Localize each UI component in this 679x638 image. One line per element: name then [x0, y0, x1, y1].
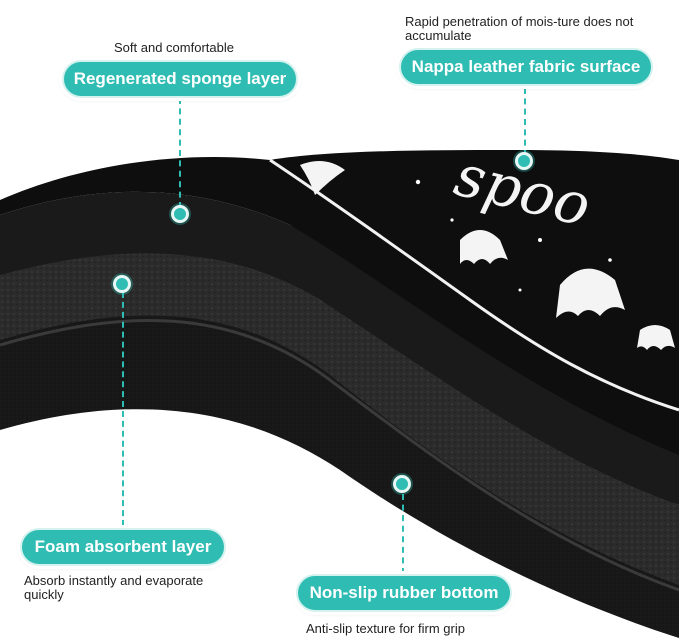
nappa-leader-line: [524, 88, 526, 156]
rubber-leader-line: [402, 494, 404, 574]
sponge-marker-dot: [171, 205, 189, 223]
foam-marker-dot: [113, 275, 131, 293]
foam-absorbent-layer: [0, 252, 679, 586]
rubber-caption: Anti-slip texture for firm grip: [306, 621, 465, 636]
surface-rim: [269, 158, 679, 412]
sponge-leader-line: [179, 98, 181, 208]
rubber-label-pill: Non-slip rubber bottom: [296, 574, 512, 612]
nappa-top-layer: [0, 150, 679, 455]
ghost-print: [300, 161, 675, 350]
star-dots: [415, 179, 612, 292]
foam-label-pill: Foam absorbent layer: [20, 528, 226, 566]
nappa-caption: Rapid penetration of mois-ture does not …: [405, 14, 634, 43]
rubber-bottom-layer: [0, 307, 679, 638]
layer-edge: [0, 318, 679, 592]
foam-caption: Absorb instantly and evaporate quickly: [24, 573, 204, 602]
sponge-caption: Soft and comfortable: [114, 40, 234, 55]
foam-leader-line: [122, 292, 124, 526]
rubber-marker-dot: [393, 475, 411, 493]
nappa-marker-dot: [515, 152, 533, 170]
nappa-label-pill: Nappa leather fabric surface: [399, 48, 653, 86]
sponge-label-pill: Regenerated sponge layer: [62, 60, 298, 98]
